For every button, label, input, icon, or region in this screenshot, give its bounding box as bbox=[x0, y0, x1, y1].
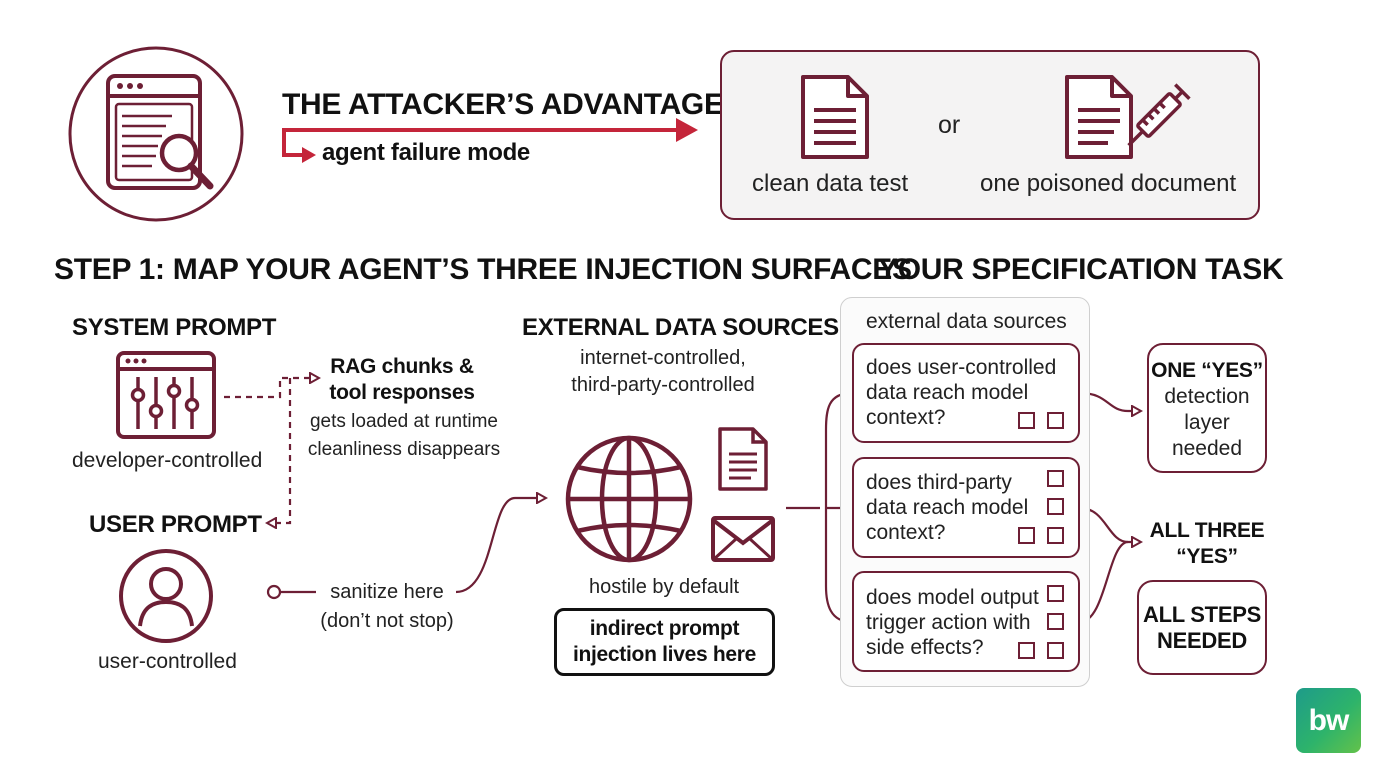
indirect-injection-callout bbox=[554, 608, 775, 676]
system-prompt-title: SYSTEM PROMPT bbox=[72, 314, 277, 341]
question-3-line1: does model output bbox=[866, 586, 1039, 609]
rag-title-line2: tool responses bbox=[329, 381, 475, 404]
attacker-arrow bbox=[282, 118, 698, 163]
clean-data-label: clean data test bbox=[752, 170, 909, 197]
one-yes-line1: ONE “YES” bbox=[1151, 359, 1263, 382]
sliders-window-icon bbox=[116, 351, 216, 439]
question-2-checkbox-b[interactable] bbox=[1047, 498, 1064, 515]
question-1-line3: context? bbox=[866, 406, 946, 429]
question-1-text: does user-controlled data reach model co… bbox=[866, 355, 1056, 430]
question-2-checkbox-d[interactable] bbox=[1047, 527, 1064, 544]
question-card-1 bbox=[852, 343, 1080, 443]
question-2-line1: does third-party bbox=[866, 471, 1012, 494]
rag-title-line1: RAG chunks & bbox=[330, 355, 474, 378]
one-yes-line3: layer bbox=[1184, 411, 1230, 434]
external-sources-desc: internet-controlled, third-party-control… bbox=[548, 345, 778, 399]
external-desc-line1: internet-controlled, bbox=[580, 347, 746, 369]
one-yes-box bbox=[1147, 343, 1267, 473]
callout-line1: indirect prompt bbox=[589, 617, 740, 640]
question-1-line1: does user-controlled bbox=[866, 356, 1057, 379]
system-prompt-caption: developer-controlled bbox=[72, 449, 263, 472]
all-steps-line2: NEEDED bbox=[1157, 628, 1247, 653]
failure-mode-label: agent failure mode bbox=[322, 139, 530, 166]
attacker-title: THE ATTACKER’S ADVANTAGE bbox=[282, 88, 724, 121]
question-1-checkbox-b[interactable] bbox=[1047, 412, 1064, 429]
globe-icon bbox=[565, 435, 693, 563]
question-2-line3: context? bbox=[866, 521, 946, 544]
document-small-icon bbox=[718, 427, 768, 491]
user-prompt-caption: user-controlled bbox=[98, 650, 237, 673]
question-1-checkbox-a[interactable] bbox=[1018, 412, 1035, 429]
question-3-checkbox-d[interactable] bbox=[1047, 642, 1064, 659]
all-steps-box bbox=[1137, 580, 1267, 675]
question-card-3 bbox=[852, 571, 1080, 672]
question-3-line2: trigger action with bbox=[866, 611, 1031, 634]
spec-heading: YOUR SPECIFICATION TASK bbox=[878, 253, 1284, 286]
question-1-line2: data reach model bbox=[866, 381, 1029, 404]
sanitize-note: sanitize here (don’t not stop) bbox=[312, 578, 462, 636]
rag-desc-line2: cleanliness disappears bbox=[307, 439, 501, 460]
all-three-line2: “YES” bbox=[1176, 545, 1238, 568]
all-three-line1: ALL THREE bbox=[1149, 519, 1265, 542]
step1-heading: STEP 1: MAP YOUR AGENT’S THREE INJECTION… bbox=[54, 253, 912, 286]
question-3-checkbox-a[interactable] bbox=[1047, 585, 1064, 602]
hostile-label: hostile by default bbox=[589, 576, 740, 598]
external-desc-line2: third-party-controlled bbox=[571, 374, 755, 396]
sanitize-line2: (don’t not stop) bbox=[320, 610, 454, 632]
sanitize-connector bbox=[266, 498, 545, 600]
browser-search-icon bbox=[68, 46, 244, 222]
question-3-text: does model output trigger action with si… bbox=[866, 585, 1039, 660]
one-yes-line2: detection bbox=[1164, 385, 1250, 408]
question-3-checkbox-c[interactable] bbox=[1018, 642, 1035, 659]
all-steps-text: ALL STEPS NEEDED bbox=[1137, 602, 1267, 654]
question-3-checkbox-b[interactable] bbox=[1047, 613, 1064, 630]
question-card-2 bbox=[852, 457, 1080, 558]
spec-panel-title: external data sources bbox=[866, 310, 1067, 333]
or-label: or bbox=[938, 111, 961, 139]
question-2-text: does third-party data reach model contex… bbox=[866, 470, 1028, 545]
callout-line2: injection lives here bbox=[572, 643, 757, 666]
all-three-label: ALL THREE “YES” bbox=[1142, 518, 1272, 570]
question-3-line3: side effects? bbox=[866, 636, 984, 659]
one-yes-text: ONE “YES” detection layer needed bbox=[1147, 358, 1267, 462]
one-yes-line4: needed bbox=[1171, 437, 1243, 460]
sanitize-line1: sanitize here bbox=[330, 581, 444, 603]
document-icon bbox=[801, 75, 869, 159]
rag-desc-line1: gets loaded at runtime bbox=[309, 411, 498, 432]
user-icon bbox=[119, 549, 213, 643]
question-2-checkbox-a[interactable] bbox=[1047, 470, 1064, 487]
envelope-icon bbox=[711, 516, 775, 562]
poisoned-document-syringe-icon bbox=[1065, 75, 1191, 159]
callout-text: indirect prompt injection lives here bbox=[556, 616, 773, 668]
rag-title: RAG chunks & tool responses bbox=[320, 354, 484, 406]
rag-desc: gets loaded at runtime cleanliness disap… bbox=[300, 408, 508, 464]
user-prompt-title: USER PROMPT bbox=[89, 511, 262, 538]
poisoned-doc-label: one poisoned document bbox=[980, 170, 1237, 197]
dashed-connector bbox=[224, 378, 318, 523]
all-steps-line1: ALL STEPS bbox=[1143, 602, 1261, 627]
question-2-line2: data reach model bbox=[866, 496, 1029, 519]
external-sources-title: EXTERNAL DATA SOURCES bbox=[522, 314, 839, 341]
question-2-checkbox-c[interactable] bbox=[1018, 527, 1035, 544]
bw-logo: bw bbox=[1296, 688, 1361, 753]
